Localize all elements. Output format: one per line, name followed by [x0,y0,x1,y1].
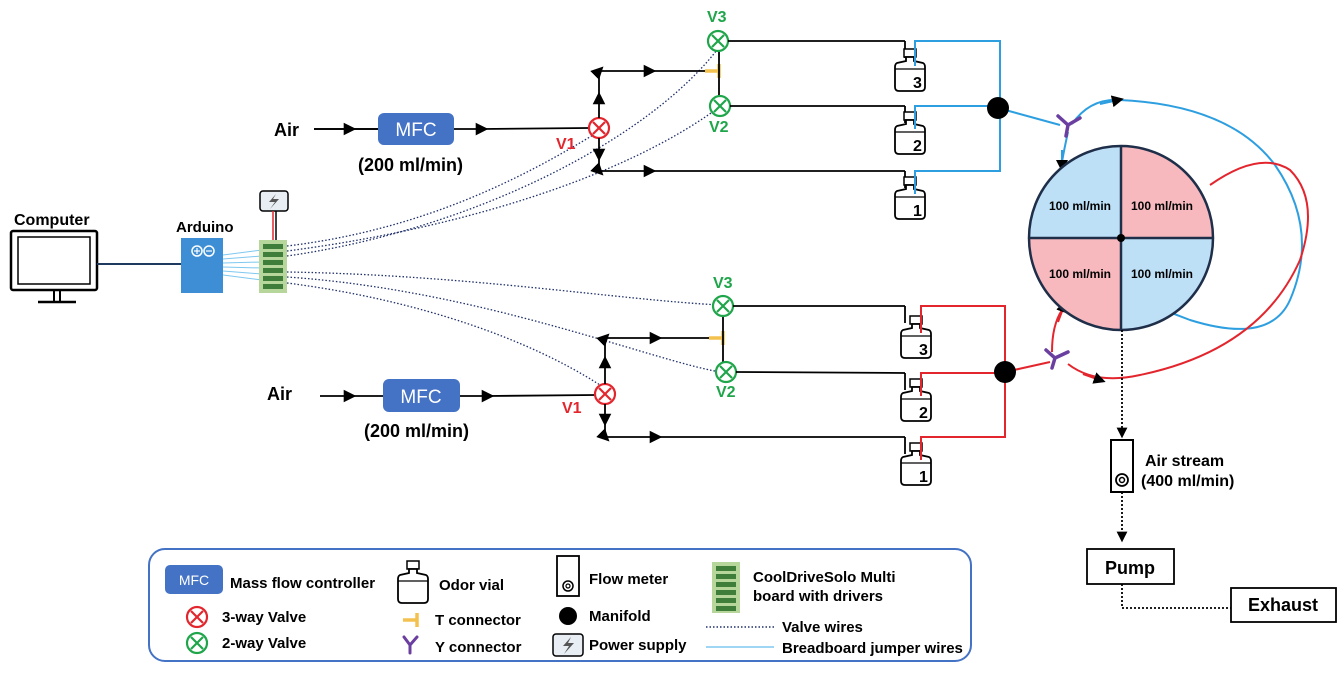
legend-three-way-label: 3-way Valve [222,609,306,626]
legend-power-supply-label: Power supply [589,637,687,654]
legend-mfc-label: Mass flow controller [230,575,375,592]
legend-driver-board-icon [712,562,740,613]
manifold-top [987,97,1009,119]
vial-bottom-2-label: 2 [919,405,928,422]
quadrant-top-left: 100 ml/min [1049,199,1111,213]
valve-wires [286,45,721,386]
legend-flow-meter-icon [556,555,580,597]
v1-bottom-label: V1 [562,400,582,417]
two-way-valve-v2-top [708,94,732,118]
arena: 100 ml/min 100 ml/min 100 ml/min 100 ml/… [1027,144,1215,332]
three-way-valve-bottom [593,382,617,406]
monitor-icon [9,229,99,304]
vial-top-2-label: 2 [913,138,922,155]
quadrant-bottom-left: 100 ml/min [1049,267,1111,281]
t-connector-bottom [707,329,725,347]
legend-t-connector-label: T connector [435,612,521,629]
legend-power-supply-icon [552,633,584,657]
v2-top-label: V2 [709,119,729,136]
two-way-valve-v3-top [706,29,730,53]
pump-label: Pump [1105,558,1155,578]
legend-three-way-valve-icon [185,605,209,629]
mfc-bottom-flow: (200 ml/min) [364,421,469,441]
legend-manifold-icon [559,607,577,625]
t-connector-top [703,62,721,80]
air-bottom-label: Air [267,384,292,404]
air-stream-label: Air stream [1145,453,1224,470]
y-connector-top [1056,114,1082,138]
arduino-label: Arduino [176,219,234,236]
legend-two-way-label: 2-way Valve [222,635,306,652]
computer-label: Computer [14,212,90,229]
air-stream-flow: (400 ml/min) [1141,473,1234,490]
quadrant-bottom-right: 100 ml/min [1131,267,1193,281]
legend-two-way-valve-icon [185,631,209,655]
flow-meter-icon [1110,439,1134,493]
two-way-valve-v3-bottom [711,294,735,318]
legend: MFC Mass flow controller 3-way Valve 2-w… [148,548,972,662]
pump-box: Pump [1086,548,1175,585]
v3-top-label: V3 [707,9,727,26]
exhaust-label: Exhaust [1248,595,1318,615]
air-top-label: Air [274,120,299,140]
three-way-valve-top [587,116,611,140]
jumper-wires [222,249,263,281]
legend-manifold-label: Manifold [589,608,651,625]
exhaust-box: Exhaust [1230,587,1337,623]
legend-mfc-icon-label: MFC [179,572,209,588]
v1-top-label: V1 [556,136,576,153]
vial-top-3-label: 3 [913,75,922,92]
v3-bottom-label: V3 [713,275,733,292]
legend-y-connector-icon [402,635,419,655]
legend-valve-wires-label: Valve wires [782,619,863,636]
v2-bottom-label: V2 [716,384,736,401]
mass-flow-controller-top: MFC [378,113,454,145]
mfc-top-flow: (200 ml/min) [358,155,463,175]
vial-bottom-3-label: 3 [919,342,928,359]
computer: Computer [9,212,99,304]
legend-mfc-icon [165,565,223,594]
legend-board-line2: board with drivers [753,588,883,605]
power-supply-icon [259,190,289,212]
legend-board-line1: CoolDriveSolo Multi [753,569,896,586]
mass-flow-controller-bottom: MFC [383,379,460,412]
vial-bottom-1-label: 1 [919,469,928,486]
two-way-valve-v2-bottom [714,360,738,384]
vial-top-1-label: 1 [913,203,922,220]
driver-board-icon [259,240,287,293]
legend-jumper-wires-label: Breadboard jumper wires [782,640,963,657]
legend-flow-meter-label: Flow meter [589,571,668,588]
quadrant-top-right: 100 ml/min [1131,199,1193,213]
legend-odor-vial-label: Odor vial [439,577,504,594]
mfc-bottom-label: MFC [400,387,441,408]
arduino-icon [181,238,223,293]
mfc-top-label: MFC [395,120,436,141]
legend-y-connector-label: Y connector [435,639,522,656]
manifold-bottom [994,361,1016,383]
y-connector-bottom [1044,348,1070,370]
